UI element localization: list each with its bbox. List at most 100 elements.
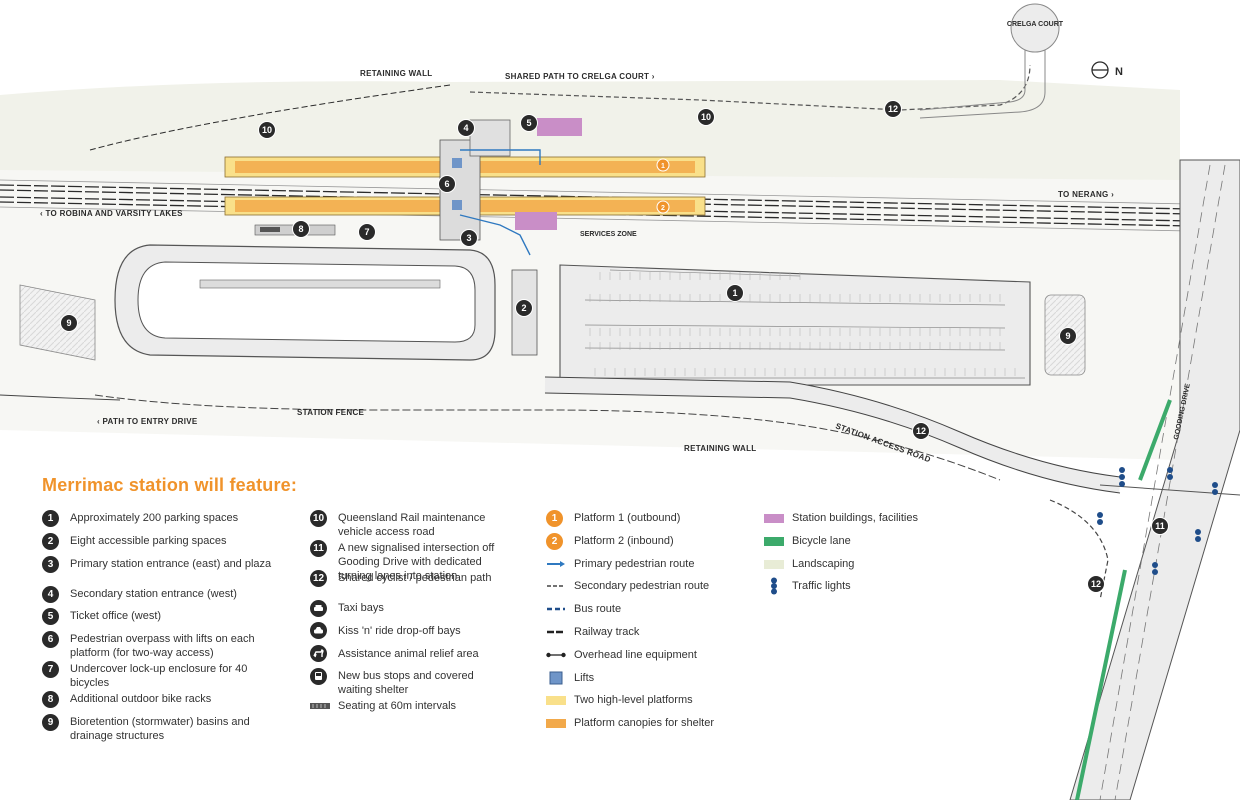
legend-item-label: Bicycle lane bbox=[792, 534, 851, 547]
accessible-parking bbox=[511, 269, 538, 356]
taxi-icon bbox=[310, 599, 327, 617]
map-marker-number: 3 bbox=[466, 233, 471, 243]
legend-badge: 1 bbox=[546, 510, 563, 527]
legend-item: 9 Bioretention (stormwater) basins and dr… bbox=[42, 714, 272, 743]
crelga-court bbox=[1010, 3, 1060, 53]
legend-badge: 10 bbox=[310, 510, 327, 527]
map-marker-number: 8 bbox=[298, 224, 303, 234]
bus-symbol bbox=[546, 602, 566, 616]
legend-item-label: New bus stops and covered waiting shelte… bbox=[338, 670, 474, 697]
map-marker-number: 7 bbox=[364, 227, 369, 237]
station-fence bbox=[94, 394, 1001, 481]
legend-item-label: Station buildings, facilities bbox=[792, 512, 918, 524]
north-arrow-icon: N bbox=[1091, 61, 1123, 79]
legend-item: Station buildings, facilities bbox=[764, 511, 964, 525]
legend-badge: 2 bbox=[42, 532, 59, 550]
legend-item: Primary pedestrian route bbox=[546, 557, 746, 571]
legend-item-label: Platform 1 (outbound) bbox=[574, 512, 681, 524]
bus-icon bbox=[310, 667, 327, 685]
legend-item-label: Traffic lights bbox=[792, 580, 851, 593]
map-marker-number: 1 bbox=[732, 288, 737, 298]
primary-symbol bbox=[546, 557, 566, 571]
legend-item: Two high-level platforms bbox=[546, 693, 746, 707]
legend-item-label: Shared cyclist / pedestrian path bbox=[338, 572, 492, 584]
map-marker-number: 10 bbox=[262, 125, 272, 135]
legend-badge: 2 bbox=[546, 532, 563, 550]
legend-item-label: Kiss 'n' ride drop-off bays bbox=[338, 624, 461, 637]
legend-item-label: Lifts bbox=[574, 671, 595, 684]
legend-badge: 9 bbox=[42, 714, 59, 731]
lift bbox=[452, 200, 462, 210]
legend-item: Assistance animal relief area bbox=[310, 645, 510, 663]
legend-item: Bus route bbox=[546, 602, 746, 616]
legend-item: Landscaping bbox=[764, 557, 964, 571]
legend-item: Railway track bbox=[546, 625, 746, 639]
legend-badge: 6 bbox=[42, 631, 59, 649]
map-marker-number: 12 bbox=[1091, 579, 1101, 589]
legend-badge: 1 bbox=[42, 510, 59, 527]
buildings-symbol bbox=[764, 511, 784, 525]
shared-path bbox=[469, 64, 1031, 111]
legend-item: Traffic lights bbox=[764, 577, 964, 595]
legend-item-label: Queensland Rail maintenance vehicle acce… bbox=[338, 512, 486, 538]
legend-badge: 11 bbox=[310, 540, 327, 557]
legend-item-label: Taxi bays bbox=[338, 602, 384, 614]
map-marker: 12 bbox=[912, 422, 930, 440]
path-to-entry-label: ‹ PATH TO ENTRY DRIVE bbox=[97, 417, 198, 426]
map-marker: 6 bbox=[438, 175, 456, 193]
gooding-drive bbox=[1069, 159, 1240, 800]
shared-path-south bbox=[1049, 499, 1109, 601]
legend-item: Kiss 'n' ride drop-off bays bbox=[310, 622, 510, 640]
legend-item-label: Additional outdoor bike racks bbox=[70, 693, 212, 706]
ole-symbol bbox=[546, 648, 566, 662]
legend-item-label: Undercover lock-up enclosure for 40 bicy… bbox=[70, 663, 248, 690]
legend-badge: 7 bbox=[42, 661, 59, 679]
map-marker-number: 12 bbox=[916, 426, 926, 436]
bicycle-lane bbox=[1138, 399, 1172, 481]
canopies-symbol bbox=[546, 716, 566, 730]
legend-item: Seating at 60m intervals bbox=[310, 699, 510, 713]
traffic-lights-icon bbox=[764, 577, 784, 595]
legend-item: Overhead line equipment bbox=[546, 648, 746, 662]
parking-rows bbox=[584, 269, 1025, 379]
bicycle-lane bbox=[1075, 569, 1127, 800]
map-marker: 10 bbox=[258, 121, 276, 139]
map-marker-number: 5 bbox=[526, 118, 531, 128]
landscaping-symbol bbox=[764, 557, 784, 571]
map-marker: 1 bbox=[726, 284, 744, 302]
map-marker-number: 12 bbox=[888, 104, 898, 114]
legend-item-label: Assistance animal relief area bbox=[338, 647, 479, 660]
map-marker-number: 1 bbox=[661, 163, 665, 170]
legend-item: 1 Approximately 200 parking spaces bbox=[42, 510, 272, 527]
services-zone-label: SERVICES ZONE bbox=[580, 231, 637, 238]
pedestrian-overpass bbox=[439, 139, 481, 241]
map-marker-number: 9 bbox=[1065, 331, 1070, 341]
legend-item: 1 Platform 1 (outbound) bbox=[546, 510, 746, 527]
legend-item-label: Bus route bbox=[574, 603, 622, 616]
seating-icon bbox=[310, 699, 330, 713]
map-marker-number: 6 bbox=[444, 179, 449, 189]
legend-title: Merrimac station will feature: bbox=[42, 475, 298, 495]
legend-item: Secondary pedestrian route bbox=[546, 579, 746, 593]
path-to-entry-drive bbox=[0, 394, 121, 401]
legend-item-label: Bioretention (stormwater) basins and dra… bbox=[70, 716, 250, 742]
station-building bbox=[537, 118, 582, 136]
legend-item: Bicycle lane bbox=[764, 534, 964, 548]
legend-item: Taxi bays bbox=[310, 599, 510, 617]
parking-bays bbox=[589, 272, 1016, 376]
bike-symbol bbox=[764, 534, 784, 548]
legend-item-label: Two high-level platforms bbox=[574, 694, 693, 707]
dog-icon bbox=[310, 645, 327, 663]
legend-item-label: Platform 2 (inbound) bbox=[574, 534, 674, 547]
legend-badge: 12 bbox=[310, 570, 327, 587]
map-marker-number: 10 bbox=[701, 112, 711, 122]
legend-item-label: Overhead line equipment bbox=[574, 648, 697, 661]
legend-badge: 3 bbox=[42, 555, 59, 573]
svg-text:N: N bbox=[1115, 66, 1123, 78]
bus-shelter bbox=[199, 279, 441, 289]
legend-item-label: Approximately 200 parking spaces bbox=[70, 512, 239, 524]
